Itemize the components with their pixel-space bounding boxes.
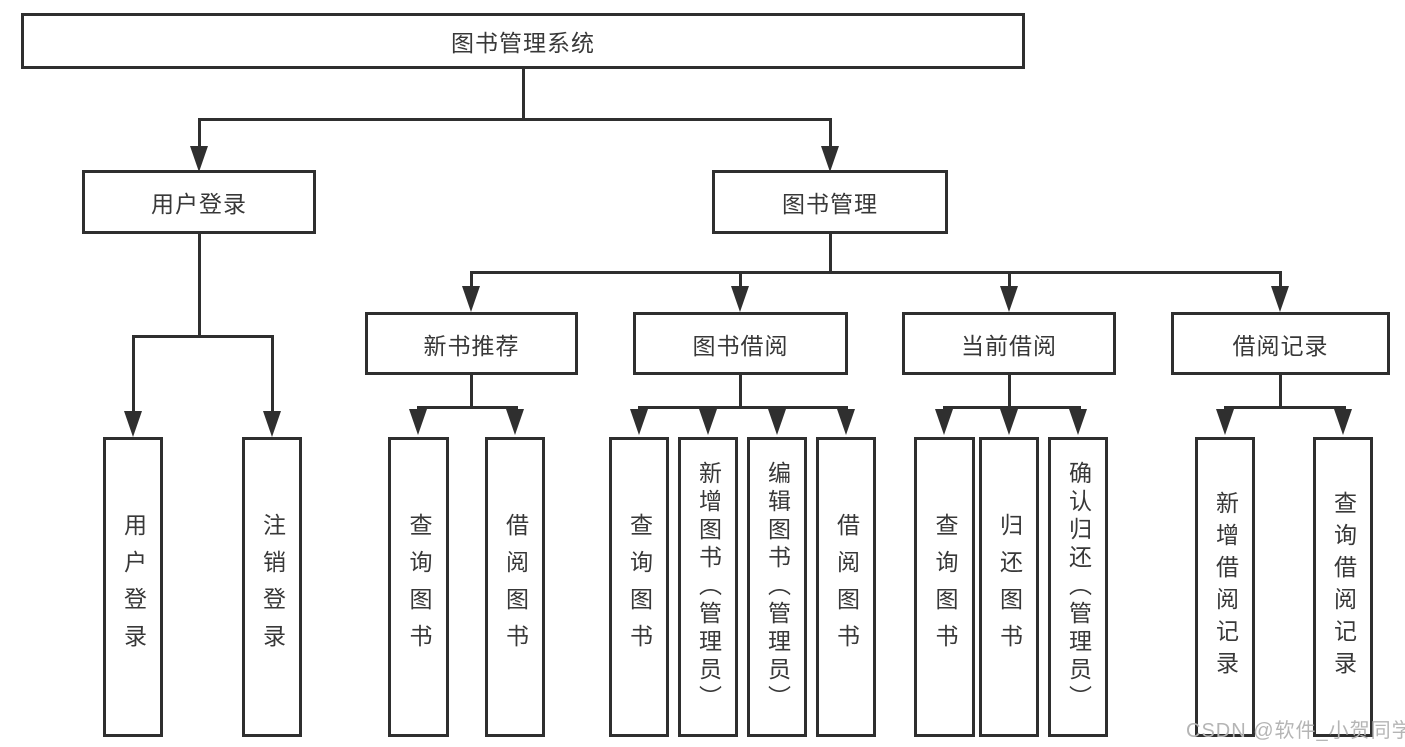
- node-book-management-label: 图书管理: [782, 191, 878, 217]
- leaf-query-books-current-label: 查询图书: [932, 513, 958, 661]
- arrowhead-down-icon: [821, 146, 839, 172]
- node-new-book-recommend-label: 新书推荐: [423, 332, 520, 359]
- node-borrow-records-label: 借阅记录: [1232, 332, 1329, 359]
- leaf-edit-book-admin-label: 编辑图书（管理员）: [764, 461, 791, 713]
- leaf-borrow-books-borrow-label: 借阅图书: [833, 513, 860, 661]
- arrowhead-down-icon: [768, 409, 786, 435]
- leaf-query-borrow-record-label: 查询借阅记录: [1330, 491, 1357, 683]
- arrowhead-down-icon: [124, 411, 142, 437]
- leaf-logout-label: 注销登录: [259, 513, 286, 661]
- node-current-borrow: 当前借阅: [902, 312, 1116, 375]
- arrowhead-down-icon: [935, 409, 953, 435]
- csdn-watermark: CSDN @软件_小贺同学: [1186, 720, 1405, 742]
- leaf-query-books-recommend-label: 查询图书: [406, 513, 432, 661]
- arrowhead-down-icon: [731, 286, 749, 312]
- node-root-label: 图书管理系统: [451, 30, 595, 56]
- leaf-confirm-return-admin-label: 确认归还（管理员）: [1065, 461, 1092, 713]
- connector-line: [1007, 375, 1011, 409]
- connector-line: [131, 335, 274, 338]
- node-new-book-recommend: 新书推荐: [365, 312, 578, 375]
- connector-line: [828, 234, 832, 274]
- connector-line: [197, 234, 201, 337]
- leaf-query-books-borrow-label: 查询图书: [626, 513, 653, 661]
- leaf-logout: 注销登录: [242, 437, 302, 737]
- leaf-add-borrow-record: 新增借阅记录: [1195, 437, 1255, 737]
- leaf-edit-book-admin: 编辑图书（管理员）: [747, 437, 807, 737]
- connector-line: [637, 406, 848, 409]
- arrowhead-down-icon: [837, 409, 855, 435]
- arrowhead-down-icon: [190, 146, 208, 172]
- node-borrow-records: 借阅记录: [1171, 312, 1390, 375]
- node-book-management: 图书管理: [712, 170, 948, 234]
- arrowhead-down-icon: [409, 409, 427, 435]
- connector-line: [270, 335, 274, 413]
- node-current-borrow-label: 当前借阅: [961, 332, 1057, 359]
- node-user-login-label: 用户登录: [151, 191, 247, 217]
- arrowhead-down-icon: [630, 409, 648, 435]
- leaf-add-book-admin-label: 新增图书（管理员）: [695, 461, 722, 713]
- connector-line: [942, 406, 1081, 409]
- leaf-query-books-borrow: 查询图书: [609, 437, 669, 737]
- arrowhead-down-icon: [263, 411, 281, 437]
- leaf-borrow-books-recommend-label: 借阅图书: [502, 513, 529, 661]
- leaf-query-books-recommend: 查询图书: [388, 437, 449, 737]
- connector-line: [521, 69, 525, 119]
- connector-line: [197, 118, 832, 121]
- node-book-borrow: 图书借阅: [633, 312, 848, 375]
- connector-line: [738, 271, 742, 290]
- connector-line: [469, 271, 1282, 274]
- connector-line: [131, 335, 135, 413]
- connector-line: [1223, 406, 1346, 409]
- connector-line: [197, 118, 201, 148]
- arrowhead-down-icon: [506, 409, 524, 435]
- arrowhead-down-icon: [1069, 409, 1087, 435]
- connector-line: [828, 118, 832, 148]
- connector-line: [469, 271, 473, 290]
- connector-line: [469, 375, 473, 409]
- arrowhead-down-icon: [1000, 286, 1018, 312]
- arrowhead-down-icon: [462, 286, 480, 312]
- leaf-return-book-label: 归还图书: [996, 513, 1023, 661]
- leaf-borrow-books-recommend: 借阅图书: [485, 437, 545, 737]
- leaf-query-borrow-record: 查询借阅记录: [1313, 437, 1373, 737]
- leaf-borrow-books-borrow: 借阅图书: [816, 437, 876, 737]
- leaf-user-login-label: 用户登录: [120, 513, 147, 661]
- leaf-confirm-return-admin: 确认归还（管理员）: [1048, 437, 1108, 737]
- connector-line: [738, 375, 742, 409]
- node-root: 图书管理系统: [21, 13, 1025, 69]
- connector-line: [1278, 375, 1282, 409]
- connector-line: [416, 406, 518, 409]
- connector-line: [1007, 271, 1011, 290]
- leaf-user-login: 用户登录: [103, 437, 163, 737]
- leaf-add-borrow-record-label: 新增借阅记录: [1212, 491, 1239, 683]
- arrowhead-down-icon: [699, 409, 717, 435]
- leaf-query-books-current: 查询图书: [914, 437, 975, 737]
- leaf-return-book: 归还图书: [979, 437, 1039, 737]
- node-book-borrow-label: 图书借阅: [692, 332, 789, 359]
- connector-line: [1278, 271, 1282, 290]
- arrowhead-down-icon: [1334, 409, 1352, 435]
- leaf-add-book-admin: 新增图书（管理员）: [678, 437, 738, 737]
- arrowhead-down-icon: [1216, 409, 1234, 435]
- arrowhead-down-icon: [1271, 286, 1289, 312]
- node-user-login: 用户登录: [82, 170, 316, 234]
- arrowhead-down-icon: [1000, 409, 1018, 435]
